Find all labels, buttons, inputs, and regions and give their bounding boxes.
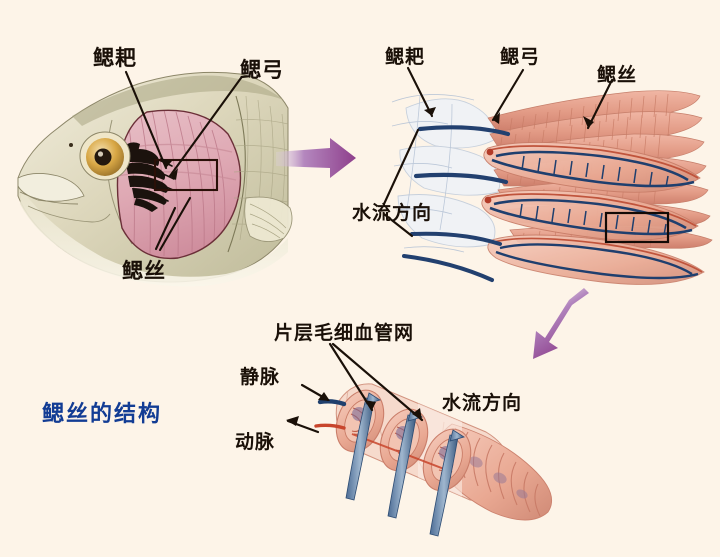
artery-arrow (286, 419, 320, 434)
label-detail-water-flow: 水流方向 (352, 202, 433, 224)
purple-arrow-down-left (533, 288, 589, 359)
label-fish-gill-filament: 鳃丝 (122, 259, 166, 283)
label-capillary-network: 片层毛细血管网 (274, 322, 415, 344)
gill-arch-detail-illustration (391, 90, 713, 285)
label-vein: 静脉 (240, 366, 281, 388)
fish-head-leader-lines (124, 70, 243, 252)
label-detail-gill-arch: 鳃弓 (500, 46, 541, 68)
label-detail-gill-raker: 鳃耙 (385, 46, 426, 68)
page-title: 鳃丝的结构 (42, 402, 163, 427)
label-filament-water-flow: 水流方向 (442, 392, 523, 414)
gill-filaments-upper (487, 90, 713, 249)
filament-leader-lines (328, 342, 424, 422)
vein-arrow (300, 383, 330, 402)
filament-tip (434, 423, 552, 521)
label-fish-gill-raker: 鳃耙 (93, 46, 137, 70)
fish-head-leader-arrowheads (160, 158, 178, 180)
label-fish-gill-arch: 鳃弓 (240, 58, 284, 82)
label-detail-gill-filament: 鳃丝 (597, 64, 638, 86)
purple-arrow-right (276, 138, 356, 178)
gill-filament-hairpins (481, 141, 705, 285)
label-artery: 动脉 (235, 431, 276, 453)
